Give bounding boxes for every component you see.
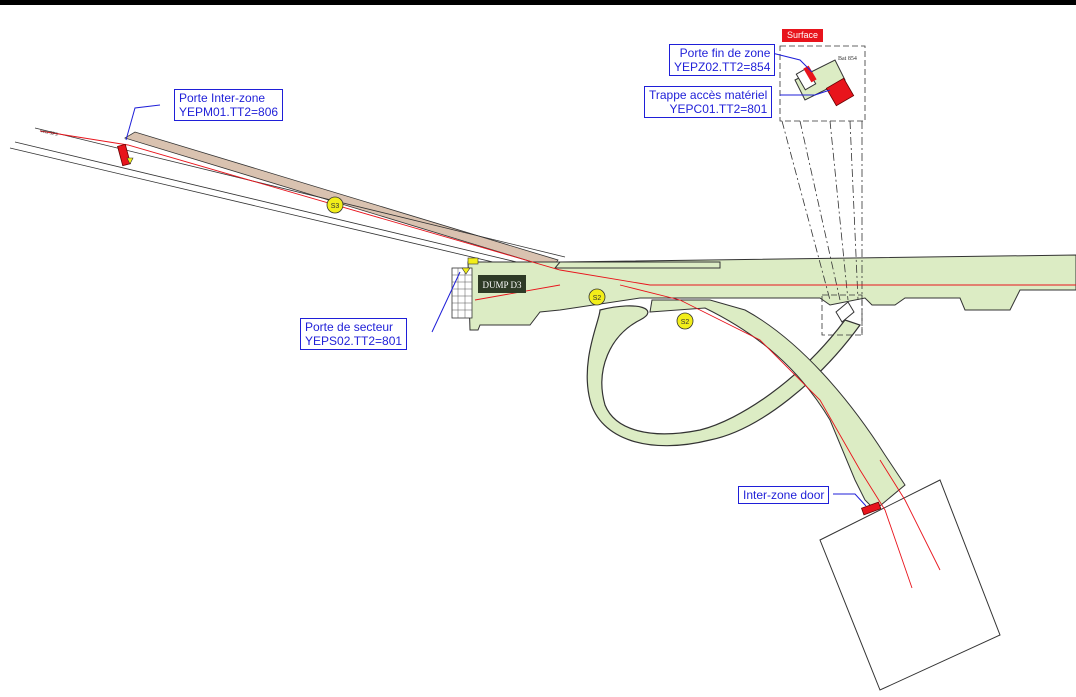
sector-s2a-circle — [588, 288, 606, 306]
main-gallery — [467, 254, 1076, 331]
hatched-block — [451, 267, 473, 319]
callout-porte-fin-zone: Porte fin de zone YEPZ02.TT2=854 — [669, 44, 776, 76]
top-border — [0, 0, 1076, 5]
sector-triangle — [461, 267, 471, 275]
callout-porte-fin-zone-title: Porte fin de zone — [679, 46, 771, 60]
callout-porte-secteur: Porte de secteur YEPS02.TT2=801 — [300, 318, 408, 350]
shaft-base-frame — [821, 294, 863, 336]
route-line — [39, 130, 1076, 286]
door-yepm01-marker — [117, 143, 131, 167]
callout-inter-zone-door-title: Inter-zone door — [743, 488, 825, 502]
leader-yeps02 — [431, 271, 461, 333]
route-line-branch-2 — [879, 459, 941, 571]
callout-porte-inter-zone-code: YEPM01.TT2=806 — [179, 105, 279, 119]
yepm-triangle — [126, 157, 134, 165]
callout-porte-secteur-code: YEPS02.TT2=801 — [305, 334, 403, 348]
door-yepz02-marker — [803, 65, 817, 83]
callout-porte-inter-zone-title: Porte Inter-zone — [179, 91, 266, 105]
cavern-room — [819, 479, 1001, 691]
dump-label: DUMP D3 — [483, 280, 522, 290]
shaft-lines — [781, 120, 863, 335]
branch-gallery — [649, 299, 906, 511]
sector-s2b-label: S2 — [681, 319, 690, 326]
leader-yepc01 — [780, 89, 831, 96]
sector-s3-circle — [326, 196, 344, 214]
callout-trappe-acces-code: YEPC01.TT2=801 — [669, 102, 768, 116]
dump-box — [478, 275, 526, 293]
sector-s2b-circle — [676, 312, 694, 330]
surface-building-frame — [779, 45, 866, 122]
tunnel-wall-upper-2 — [14, 141, 551, 271]
route-line-branch — [619, 284, 913, 589]
building-label: Bat 854 — [838, 56, 857, 62]
sector-s2a-label: S2 — [593, 295, 602, 302]
surface-badge: Surface — [782, 29, 824, 42]
tunnel-tag: vers SPS — [40, 129, 59, 138]
leader-yepm01 — [125, 104, 161, 141]
sector-s3-label: S3 — [331, 203, 340, 210]
callout-trappe-acces: Trappe accès matériel YEPC01.TT2=801 — [644, 86, 773, 118]
tunnel-wall-upper — [34, 127, 566, 258]
sector-door-marker — [467, 257, 479, 265]
callout-trappe-acces-title: Trappe accès matériel — [649, 88, 768, 102]
callout-porte-fin-zone-code: YEPZ02.TT2=854 — [674, 60, 771, 74]
callout-porte-inter-zone: Porte Inter-zone YEPM01.TT2=806 — [174, 89, 284, 121]
tunnel-wall-upper-3 — [9, 147, 549, 276]
door-inter-zone-marker — [861, 501, 882, 516]
shaft-hatch — [835, 301, 855, 323]
callout-porte-secteur-title: Porte de secteur — [305, 320, 394, 334]
leader-inter-zone — [833, 493, 867, 507]
leader-yepz02 — [771, 52, 813, 73]
callout-inter-zone-door: Inter-zone door — [738, 486, 830, 504]
trappe-marker — [825, 77, 855, 107]
